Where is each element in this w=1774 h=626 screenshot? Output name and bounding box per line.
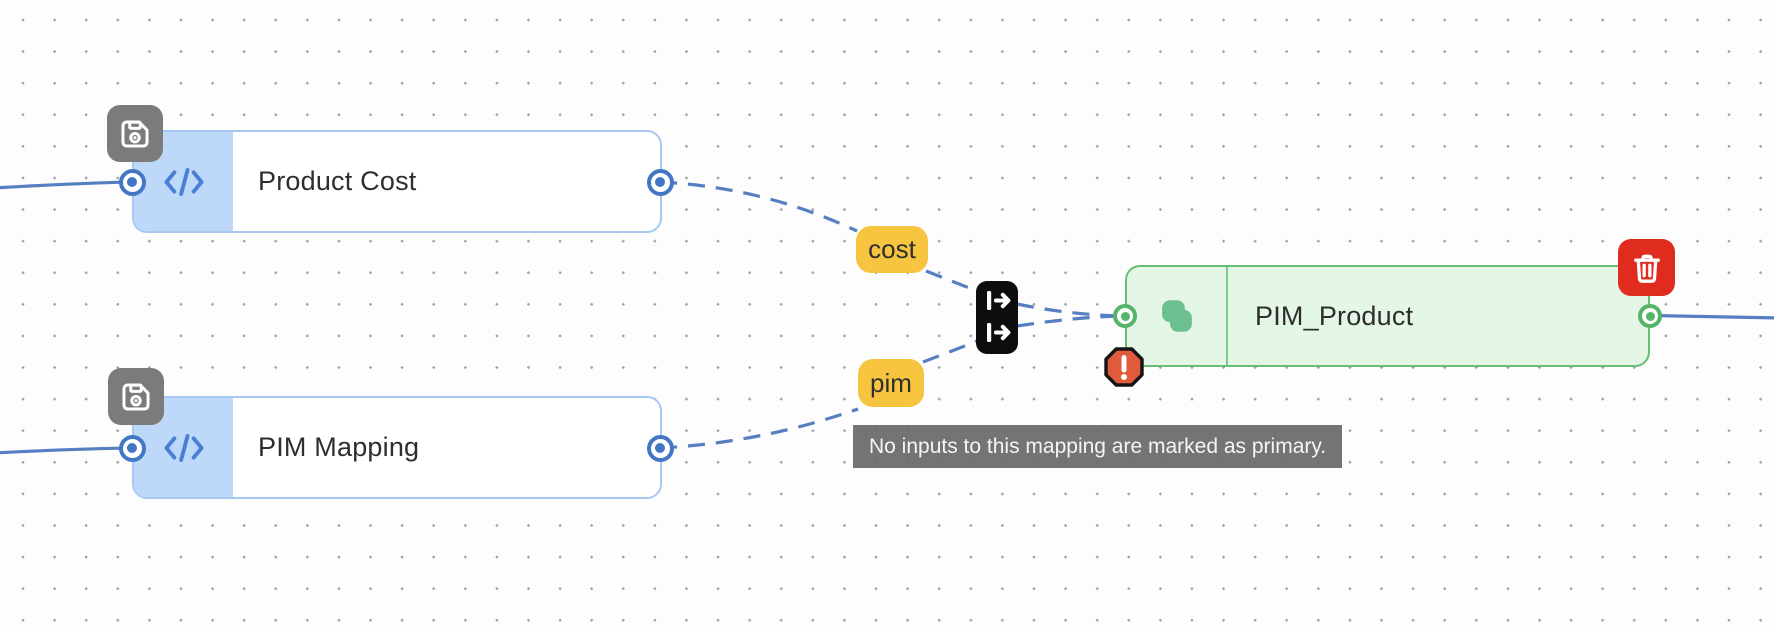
save-badge-button[interactable] [107,105,163,162]
input-port-pim-mapping[interactable] [118,434,146,462]
edge-mapper-to-pim-product-upper[interactable] [1016,302,1127,318]
edge-label-pim[interactable]: pim [858,359,924,407]
edge-out-of-pim-product[interactable] [1649,313,1774,320]
output-port-pim-product[interactable] [1638,304,1662,328]
node-product-cost[interactable]: Product Cost [107,105,674,233]
node-pim-mapping[interactable]: PIM Mapping [108,368,674,499]
node-title: Product Cost [258,166,417,196]
code-icon [163,433,204,462]
error-octagon-icon[interactable] [1104,347,1144,387]
node-pim-product[interactable]: PIM_Product [1104,239,1675,387]
edge-into-product-cost[interactable] [0,180,132,190]
edge-product-cost-to-cost-label[interactable] [659,180,858,233]
map-fields-icon [987,291,1011,342]
trash-icon [1633,254,1660,283]
input-port-pim-product[interactable] [1113,304,1137,328]
code-band [134,132,233,231]
save-badge-button[interactable] [108,368,164,425]
warning-tooltip: No inputs to this mapping are marked as … [853,425,1343,468]
edge-pim-label-to-mapper[interactable] [922,339,978,364]
save-icon [121,119,149,148]
code-icon [163,167,204,196]
edge-label-cost[interactable]: cost [856,226,928,273]
input-port-product-cost[interactable] [118,168,146,196]
node-title: PIM_Product [1255,300,1414,331]
output-port-pim-mapping[interactable] [646,434,674,462]
save-icon [122,382,150,411]
output-port-product-cost[interactable] [646,168,674,196]
edge-mapper-to-pim-product-lower[interactable] [1016,314,1127,328]
stack-icon [1161,300,1192,332]
node-title: PIM Mapping [258,432,420,462]
table-band [1127,267,1228,365]
delete-badge-button[interactable] [1618,239,1675,296]
edge-into-pim-mapping[interactable] [0,446,132,455]
edge-pim-mapping-to-pim-label[interactable] [659,407,859,450]
map-fields-button[interactable] [976,281,1018,354]
edge-cost-label-to-mapper[interactable] [925,269,978,293]
